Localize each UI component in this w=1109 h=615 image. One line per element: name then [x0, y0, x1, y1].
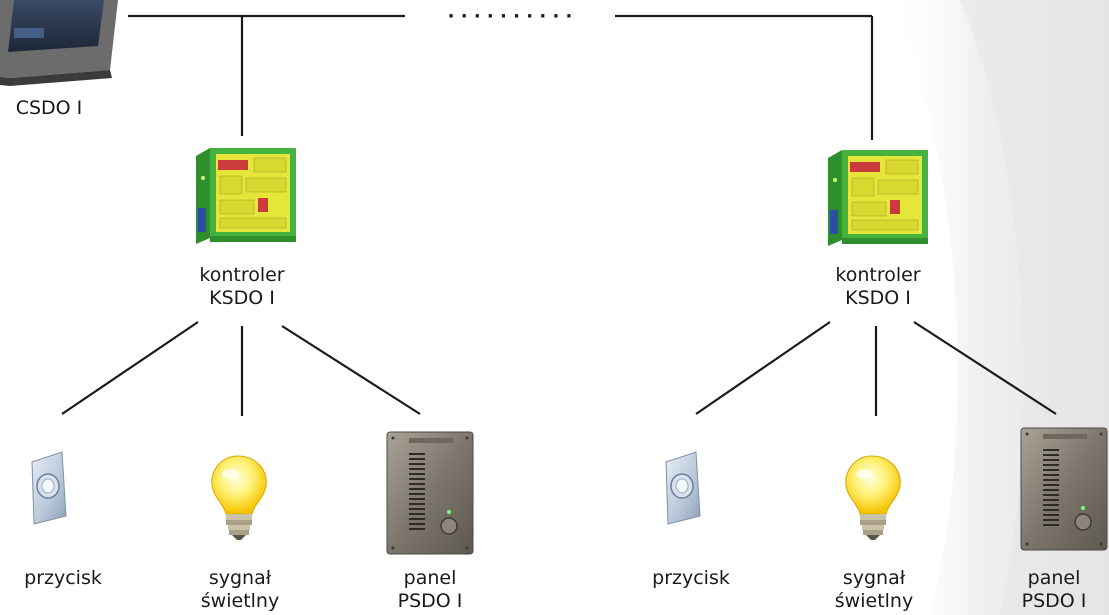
bulb-left-image: [211, 455, 267, 541]
panel-left-line1: panel: [403, 567, 457, 589]
controller-left-image: [195, 147, 297, 245]
button-right-label: przycisk: [652, 567, 730, 589]
controller-left-line2: KSDO I: [209, 287, 275, 309]
branch-right-panel: [913, 321, 1057, 415]
bus-gap-dots: · · · · · · · · · ·: [448, 6, 573, 27]
controller-right-line1: kontroler: [835, 264, 921, 286]
connection-lines: [61, 14, 1057, 416]
branch-left-panel: [281, 325, 421, 415]
bulb-right-image: [845, 455, 901, 541]
signal-left-line2: świetlny: [200, 590, 280, 612]
signal-left-label: sygnał świetlny: [180, 567, 300, 613]
signal-right-line1: sygnał: [842, 567, 906, 589]
signal-right-label: sygnał świetlny: [814, 567, 934, 613]
controller-left-label: kontroler KSDO I: [182, 264, 302, 310]
controller-right-image: [827, 149, 929, 247]
branch-left-button: [61, 321, 199, 415]
button-left-image: [31, 451, 67, 525]
button-right-image: [665, 451, 701, 525]
signal-left-line1: sygnał: [208, 567, 272, 589]
panel-right-line2: PSDO I: [1021, 590, 1087, 612]
panel-left-image: [386, 431, 474, 555]
panel-right-image: [1020, 427, 1108, 551]
central-unit-image: [0, 0, 118, 86]
panel-right-label: panel PSDO I: [1002, 567, 1106, 613]
controller-right-label: kontroler KSDO I: [818, 264, 938, 310]
panel-left-label: panel PSDO I: [370, 567, 490, 613]
controller-left-line1: kontroler: [199, 264, 285, 286]
panel-left-line2: PSDO I: [397, 590, 463, 612]
central-unit-label: CSDO I: [15, 97, 83, 119]
button-left-label: przycisk: [24, 567, 102, 589]
signal-right-line2: świetlny: [834, 590, 914, 612]
panel-right-line1: panel: [1027, 567, 1081, 589]
controller-right-line2: KSDO I: [845, 287, 911, 309]
branch-right-button: [695, 321, 831, 415]
